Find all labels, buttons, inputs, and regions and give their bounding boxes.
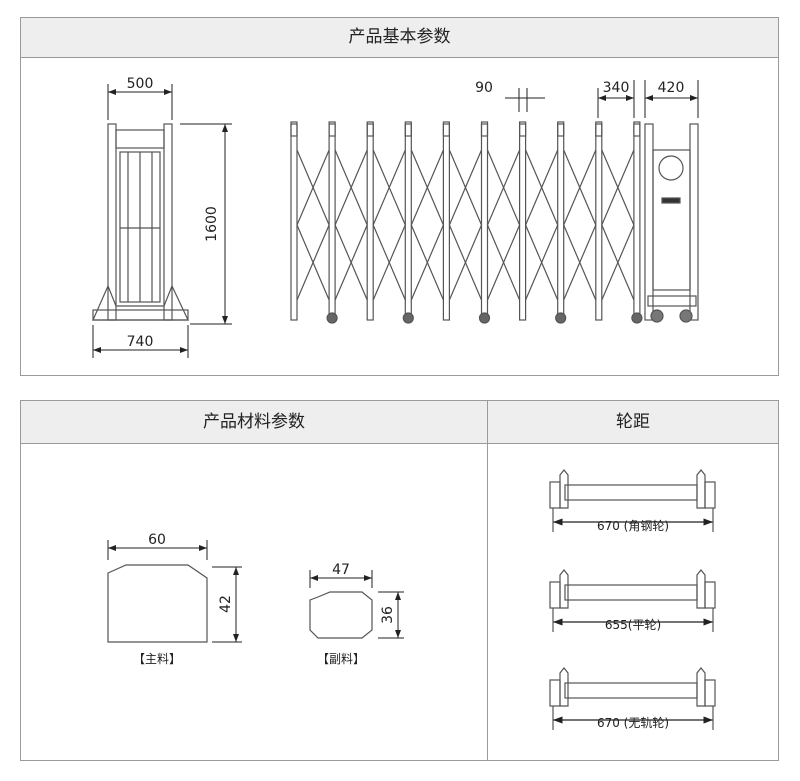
wheel <box>549 581 561 609</box>
lattice-bar <box>448 224 483 301</box>
dim-740: 740 <box>127 334 154 350</box>
lattice-bar <box>296 224 330 301</box>
axle-post <box>696 667 706 707</box>
axle-post <box>559 667 569 707</box>
gate-post <box>595 121 603 321</box>
post-cap <box>480 123 489 137</box>
lattice-bar <box>410 224 444 301</box>
dim-420: 420 <box>658 80 685 96</box>
lattice-bar <box>448 149 483 226</box>
gate-wheel <box>402 312 414 324</box>
wheel-axle-drawing <box>549 569 716 632</box>
wheel-label-angle: 670 (角钢轮) <box>597 519 669 533</box>
lattice-bar <box>334 224 368 301</box>
main-height: 42 <box>218 595 234 613</box>
gate-wheel <box>555 312 567 324</box>
wheel <box>704 581 716 609</box>
axle-post <box>559 469 569 509</box>
dim-340: 340 <box>603 80 630 96</box>
wheel-label-trackless: 670 (无轨轮) <box>597 716 669 730</box>
gate-wheel <box>478 312 491 324</box>
material-params-panel: 产品材料参数 <box>20 400 488 761</box>
lattice-bar <box>372 149 406 226</box>
gate-wheel <box>631 312 643 324</box>
main-material-profile <box>107 540 242 643</box>
gate-post <box>366 121 374 321</box>
lattice-bar <box>410 149 444 226</box>
lattice-bar <box>601 149 635 226</box>
wheel-axle-drawing <box>549 469 716 532</box>
lattice-bar <box>563 224 597 301</box>
gate-post <box>480 121 489 321</box>
gate-post <box>557 121 565 321</box>
secondary-material-profile <box>309 570 404 639</box>
main-label: 【主料】 <box>133 652 181 666</box>
wheel <box>704 679 716 707</box>
lattice-bar <box>525 149 559 226</box>
gate-post <box>328 121 336 321</box>
post-cap <box>366 123 374 137</box>
dim-1600: 1600 <box>204 206 220 242</box>
dim-500: 500 <box>127 76 154 92</box>
lattice-bar <box>334 149 368 226</box>
control-cabinet <box>644 123 699 323</box>
wheel <box>549 679 561 707</box>
post-cap <box>290 123 298 137</box>
material-params-title: 产品材料参数 <box>21 401 487 444</box>
axle-post <box>559 569 569 609</box>
wheelbase-title: 轮距 <box>488 401 778 444</box>
wheel-axle-drawing <box>549 667 716 730</box>
post-cap <box>518 123 527 137</box>
secondary-width: 47 <box>332 562 350 578</box>
lattice-bar <box>563 149 597 226</box>
lattice-bar <box>486 224 521 301</box>
gate-post <box>518 121 527 321</box>
post-cap <box>633 123 641 137</box>
axle <box>564 682 698 699</box>
post-cap <box>557 123 565 137</box>
secondary-label: 【副料】 <box>317 652 365 666</box>
lattice-bar <box>486 149 521 226</box>
gate-wheel <box>326 312 338 324</box>
gate-post <box>290 121 298 321</box>
axle-post <box>696 469 706 509</box>
post-cap <box>404 123 412 137</box>
gate-front-drawing <box>290 121 643 324</box>
lattice-bar <box>372 224 406 301</box>
post-cap <box>595 123 603 137</box>
main-width: 60 <box>148 532 166 548</box>
basic-params-title: 产品基本参数 <box>21 18 778 58</box>
dim-90: 90 <box>475 80 493 96</box>
lattice-bar <box>525 224 559 301</box>
secondary-height: 36 <box>380 606 396 624</box>
wheelbase-panel: 轮距 <box>487 400 779 761</box>
side-view-drawing <box>92 123 189 321</box>
wheel <box>704 481 716 509</box>
axle <box>564 584 698 601</box>
lattice-bar <box>296 149 330 226</box>
axle-post <box>696 569 706 609</box>
axle <box>564 484 698 501</box>
wheel <box>549 481 561 509</box>
gate-post <box>404 121 412 321</box>
wheel-label-flat: 655(平轮) <box>605 618 661 632</box>
lattice-bar <box>601 224 635 301</box>
gate-post <box>633 121 641 321</box>
post-cap <box>442 123 450 137</box>
post-cap <box>328 123 336 137</box>
gate-post <box>442 121 450 321</box>
